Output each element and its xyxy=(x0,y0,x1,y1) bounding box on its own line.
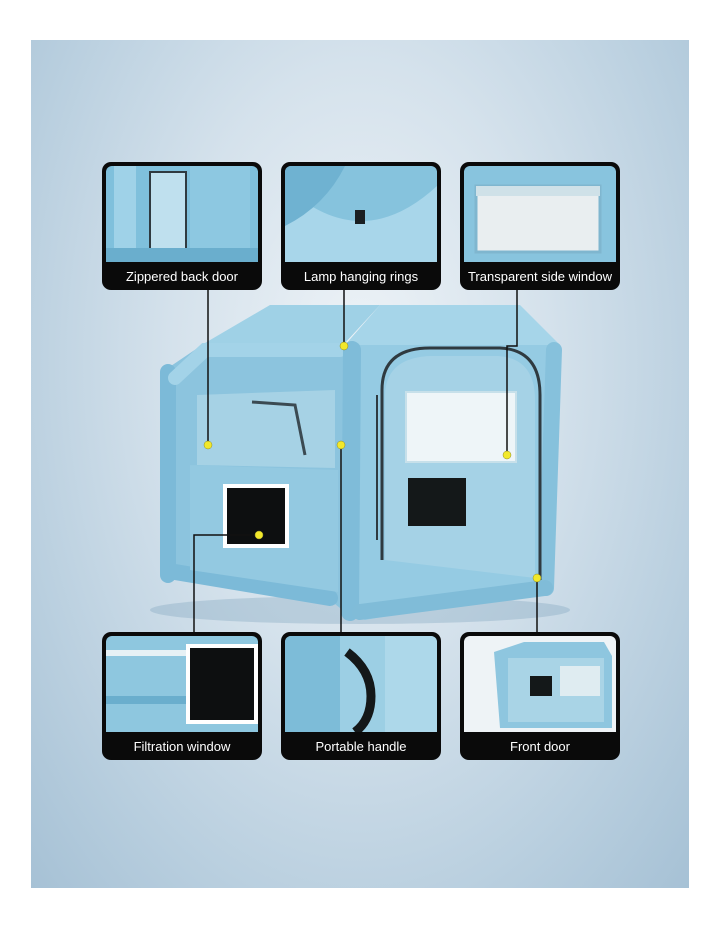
filtration-window-photo xyxy=(106,636,258,732)
callout-transparent-side-window: Transparent side window xyxy=(460,162,620,290)
callout-zippered-back-door: Zippered back door xyxy=(102,162,262,290)
caption-zippered-back-door: Zippered back door xyxy=(125,268,238,284)
back-door-photo xyxy=(106,166,258,262)
caption-portable-handle: Portable handle xyxy=(315,738,407,754)
pointer-dot-lamp-ring xyxy=(339,341,349,351)
caption-transparent-side-window: Transparent side window xyxy=(467,268,613,284)
caption-front-door: Front door xyxy=(510,738,570,754)
callout-portable-handle: Portable handle xyxy=(281,632,441,760)
caption-filtration-window: Filtration window xyxy=(133,738,231,754)
callout-front-door: Front door xyxy=(460,632,620,760)
callout-lamp-hanging-rings: Lamp hanging rings xyxy=(281,162,441,290)
pointer-dot-filtration xyxy=(254,530,264,540)
caption-lamp-hanging-rings: Lamp hanging rings xyxy=(303,268,419,284)
front-door-photo xyxy=(464,636,616,732)
lamp-rings-photo xyxy=(285,166,437,262)
pointer-dot-front-door xyxy=(532,573,542,583)
pointer-dot-side-window xyxy=(502,450,512,460)
pointer-dot-back-door xyxy=(203,440,213,450)
pointer-dot-handle xyxy=(336,440,346,450)
portable-handle-photo xyxy=(285,636,437,732)
side-window-photo xyxy=(464,166,616,262)
callout-filtration-window: Filtration window xyxy=(102,632,262,760)
